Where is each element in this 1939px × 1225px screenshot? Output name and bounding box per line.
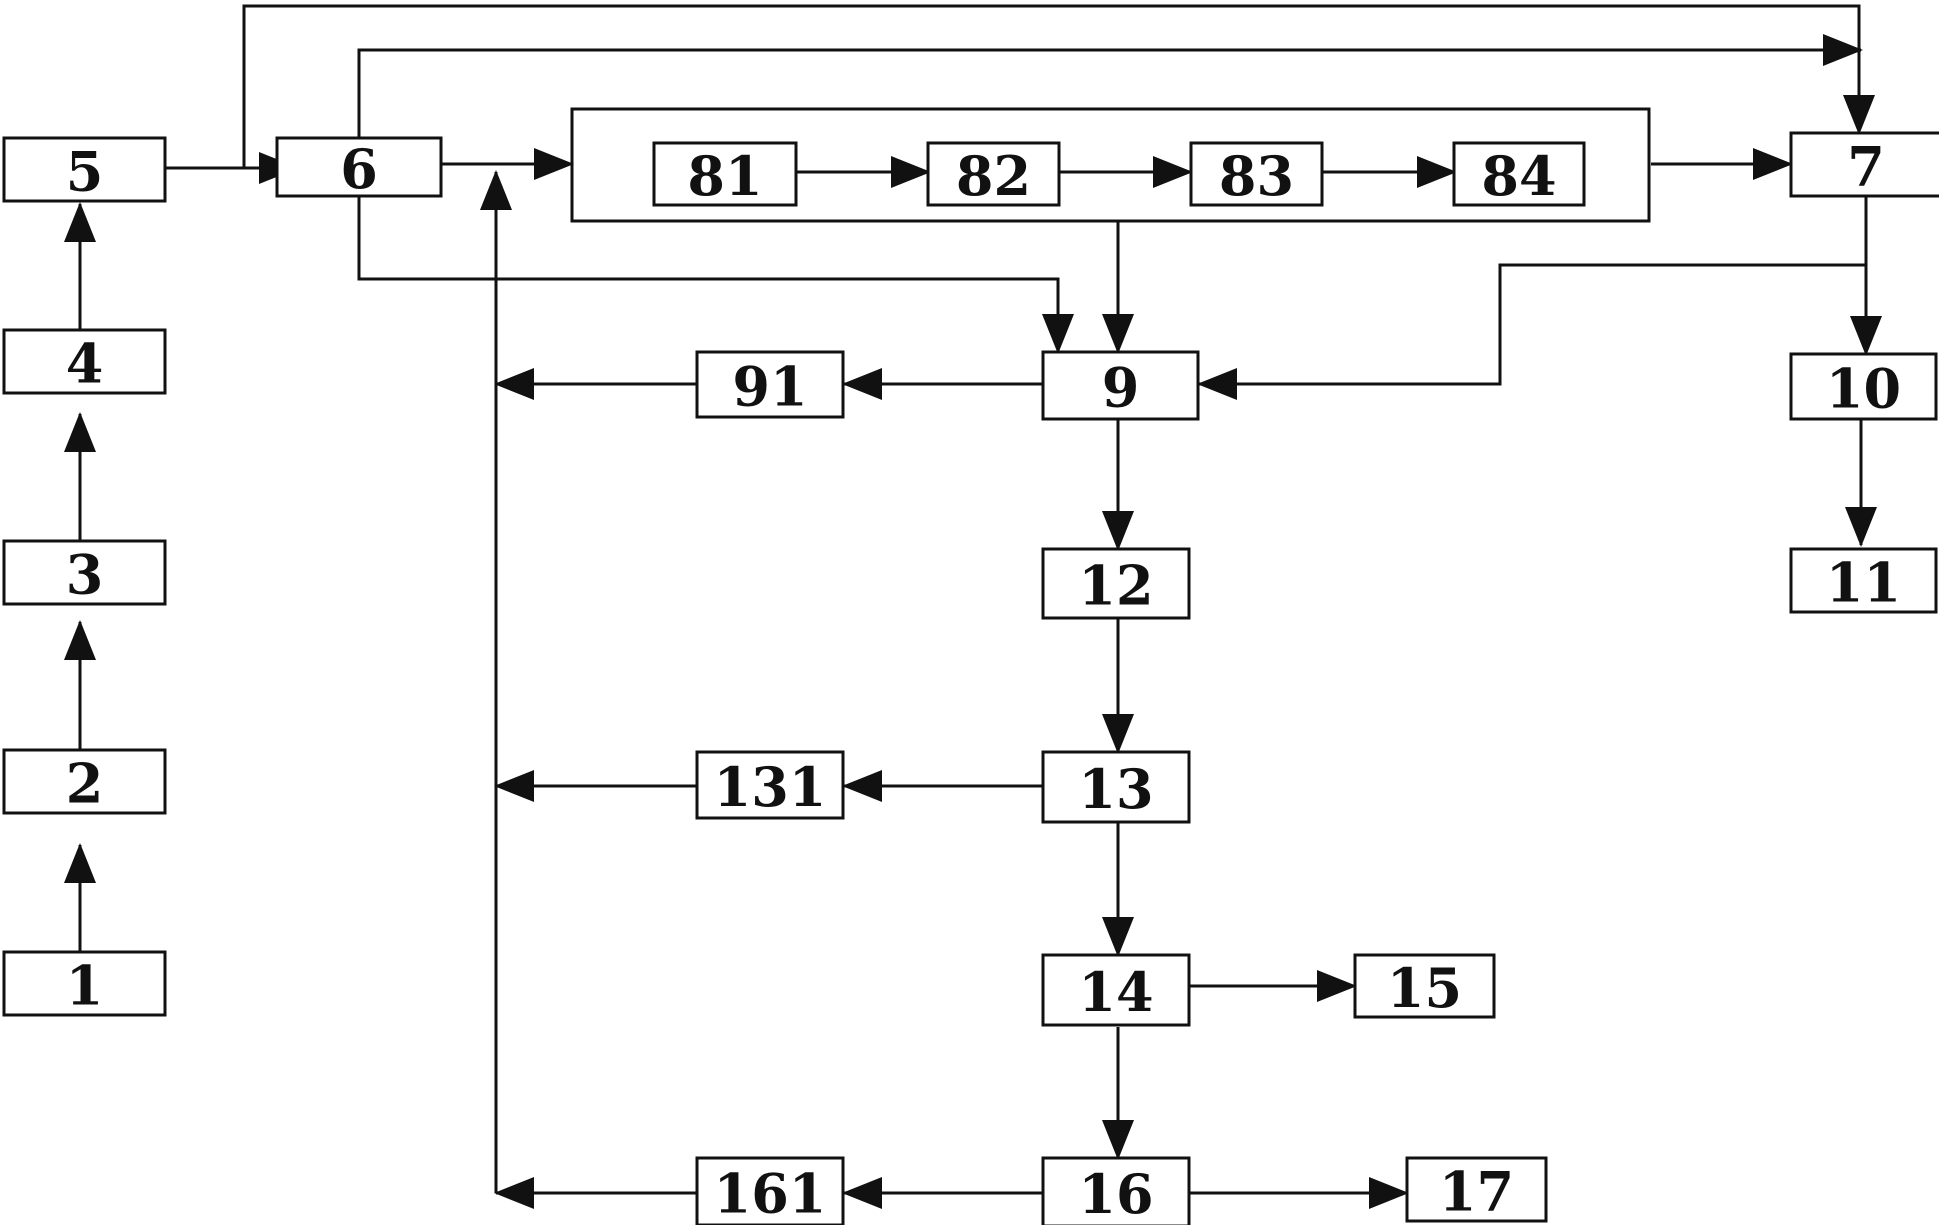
node-1-box	[2, 950, 167, 1017]
node-10: 10	[1789, 352, 1938, 421]
node-1: 1	[2, 950, 167, 1018]
node-91: 91	[695, 350, 845, 419]
edge-6-to-9	[357, 196, 1074, 354]
node-17: 17	[1405, 1156, 1548, 1224]
node-1-label: 1	[66, 954, 104, 1018]
node-7-label: 7	[1847, 135, 1885, 199]
node-83-label: 83	[1219, 144, 1294, 208]
node-6-label: 6	[340, 137, 378, 201]
node-82-label: 82	[956, 144, 1031, 208]
node-13-label: 13	[1078, 757, 1153, 821]
node-161-box	[695, 1156, 845, 1225]
node-13-box	[1041, 750, 1191, 824]
node-84: 84	[1452, 141, 1586, 208]
node-7-box	[1789, 131, 1939, 198]
node-2-box	[2, 748, 167, 815]
node-13: 13	[1041, 750, 1191, 824]
node-5-label: 5	[66, 140, 104, 204]
node-7: 7	[1789, 131, 1939, 199]
node-5: 5	[2, 136, 167, 204]
node-91-box	[695, 350, 845, 419]
node-83-box	[1189, 141, 1324, 207]
node-9: 9	[1041, 350, 1200, 421]
node-6: 6	[275, 136, 443, 201]
node-84-label: 84	[1481, 144, 1556, 208]
node-16-label: 16	[1078, 1162, 1153, 1225]
node-14-box	[1041, 953, 1191, 1027]
node-15: 15	[1353, 953, 1496, 1020]
node-81-box	[652, 141, 798, 207]
node-11-label: 11	[1826, 551, 1901, 615]
node-91-label: 91	[732, 355, 807, 419]
node-14: 14	[1041, 953, 1191, 1027]
node-14-label: 14	[1078, 960, 1153, 1024]
node-4-label: 4	[66, 332, 104, 396]
node-15-label: 15	[1387, 956, 1462, 1020]
node-131-box	[695, 750, 845, 820]
node-10-label: 10	[1826, 357, 1901, 421]
node-11: 11	[1789, 547, 1938, 615]
node-81: 81	[652, 141, 798, 208]
node-12: 12	[1041, 547, 1191, 620]
node-83: 83	[1189, 141, 1324, 208]
node-81-label: 81	[687, 144, 762, 208]
edges	[64, 4, 1882, 1209]
node-131: 131	[695, 750, 845, 820]
node-9-label: 9	[1102, 356, 1140, 420]
node-16-box	[1041, 1156, 1191, 1225]
node-2: 2	[2, 748, 167, 816]
node-3-box	[2, 539, 167, 606]
node-12-box	[1041, 547, 1191, 620]
node-15-box	[1353, 953, 1496, 1019]
node-10-box	[1789, 352, 1938, 421]
node-131-label: 131	[714, 755, 827, 819]
node-6-box	[275, 136, 443, 198]
node-12-label: 12	[1078, 554, 1153, 618]
node-161-label: 161	[714, 1162, 827, 1225]
node-4: 4	[2, 328, 167, 396]
node-82: 82	[926, 141, 1061, 208]
node-161: 161	[695, 1156, 845, 1225]
edge-5-to-7	[242, 4, 1875, 168]
node-3: 3	[2, 539, 167, 607]
node-5-box	[2, 136, 167, 203]
edge-6-to-7	[357, 34, 1863, 138]
node-2-label: 2	[66, 752, 104, 816]
node-11-box	[1789, 547, 1938, 614]
node-9-box	[1041, 350, 1200, 421]
node-82-box	[926, 141, 1061, 207]
node-4-box	[2, 328, 167, 395]
node-16: 16	[1041, 1156, 1191, 1225]
node-3-label: 3	[66, 543, 104, 607]
node-84-box	[1452, 141, 1586, 207]
edge-7-to-9	[1197, 263, 1866, 400]
node-17-label: 17	[1439, 1160, 1514, 1224]
node-17-box	[1405, 1156, 1548, 1223]
